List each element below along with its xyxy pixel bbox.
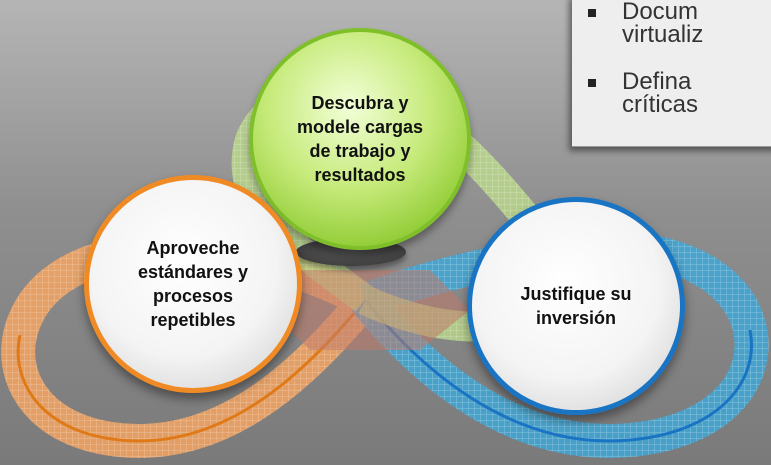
circle-discover-label: Descubra y modele cargas de trabajo y re… <box>296 93 424 185</box>
bullet-text-1: Docum virtualiz <box>622 0 704 48</box>
circle-justify: Justifique su inversión <box>467 197 685 415</box>
circle-leverage: Aproveche estándares y procesos repetibl… <box>84 175 302 393</box>
center-crossing <box>270 270 470 350</box>
circle-leverage-label: Aproveche estándares y procesos repetibl… <box>137 238 249 330</box>
bullet-square-icon <box>588 9 596 17</box>
circle-justify-label: Justifique su inversión <box>520 284 632 328</box>
text-panel: Docum virtualiz Defina críticas <box>572 0 771 147</box>
bullet-square-icon <box>588 79 596 87</box>
bullet-text-2: Defina críticas <box>622 68 699 118</box>
circle-discover: Descubra y modele cargas de trabajo y re… <box>249 28 471 250</box>
